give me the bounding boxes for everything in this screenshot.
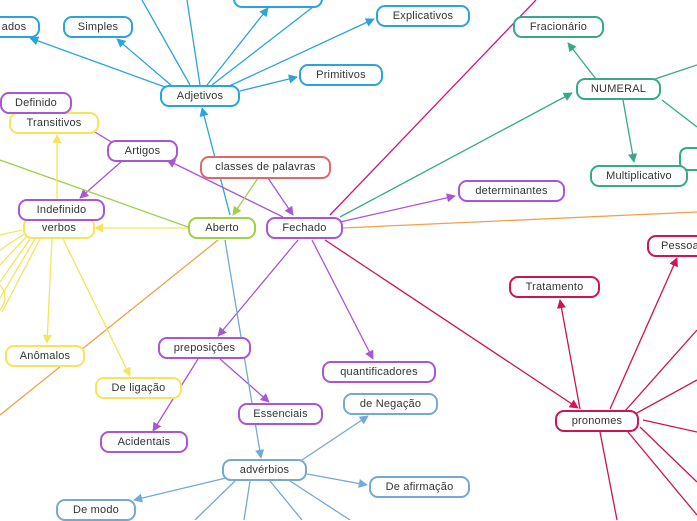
primitivos-node[interactable]: Primitivos — [299, 64, 383, 86]
multiplicativo-node[interactable]: Multiplicativo — [590, 165, 688, 187]
fechado-node[interactable]: Fechado — [266, 217, 343, 239]
preposicoes-node[interactable]: preposições — [158, 337, 251, 359]
numeral-node[interactable]: NUMERAL — [576, 78, 661, 100]
determinantes-node[interactable]: determinantes — [458, 180, 565, 202]
tratamento-node[interactable]: Tratamento — [509, 276, 600, 298]
numeral-connectors — [339, 42, 697, 218]
explicativos-node[interactable]: Explicativos — [376, 5, 470, 27]
pronomes-node[interactable]: pronomes — [555, 410, 639, 432]
indefinido-node[interactable]: Indefinido — [18, 199, 105, 221]
verbos-offscreen-node-edge — [0, 284, 6, 311]
anomalos-node[interactable]: Anômalos — [5, 345, 85, 367]
definido-node[interactable]: Definido — [0, 92, 72, 114]
de-afirmacao-node[interactable]: De afirmação — [369, 476, 470, 498]
aberto-orange-connector — [0, 239, 219, 416]
artigos-node[interactable]: Artigos — [107, 140, 178, 162]
offscreen-adjective-node[interactable] — [233, 0, 323, 8]
fracionario-node[interactable]: Fracionário — [513, 16, 604, 38]
pronomes-connectors — [324, 239, 697, 520]
fechado-magenta-connector — [329, 0, 537, 216]
adjetivos-connectors — [29, 0, 375, 216]
quantificadores-node[interactable]: quantificadores — [322, 361, 436, 383]
fechado-orange-connector — [342, 211, 697, 229]
pessoa-node[interactable]: Pessoa — [647, 235, 697, 257]
transitivos-node[interactable]: Transitivos — [9, 112, 99, 134]
adverbios-node[interactable]: advérbios — [222, 459, 307, 481]
simples-node[interactable]: Simples — [63, 16, 133, 38]
essenciais-node[interactable]: Essenciais — [238, 403, 323, 425]
de-ligacao-node[interactable]: De ligação — [95, 377, 182, 399]
verbos-node[interactable]: verbos — [23, 217, 95, 239]
aberto-node[interactable]: Aberto — [188, 217, 256, 239]
de-modo-node[interactable]: De modo — [56, 499, 136, 521]
de-negacao-node[interactable]: de Negação — [343, 393, 438, 415]
adjetivos-node[interactable]: Adjetivos — [160, 85, 240, 107]
root-node[interactable]: classes de palavras — [200, 156, 331, 179]
ados-node[interactable]: ados — [0, 16, 40, 38]
acidentais-node[interactable]: Acidentais — [100, 431, 188, 453]
root-fechado-connector — [267, 177, 294, 216]
aberto-connectors — [0, 159, 259, 228]
